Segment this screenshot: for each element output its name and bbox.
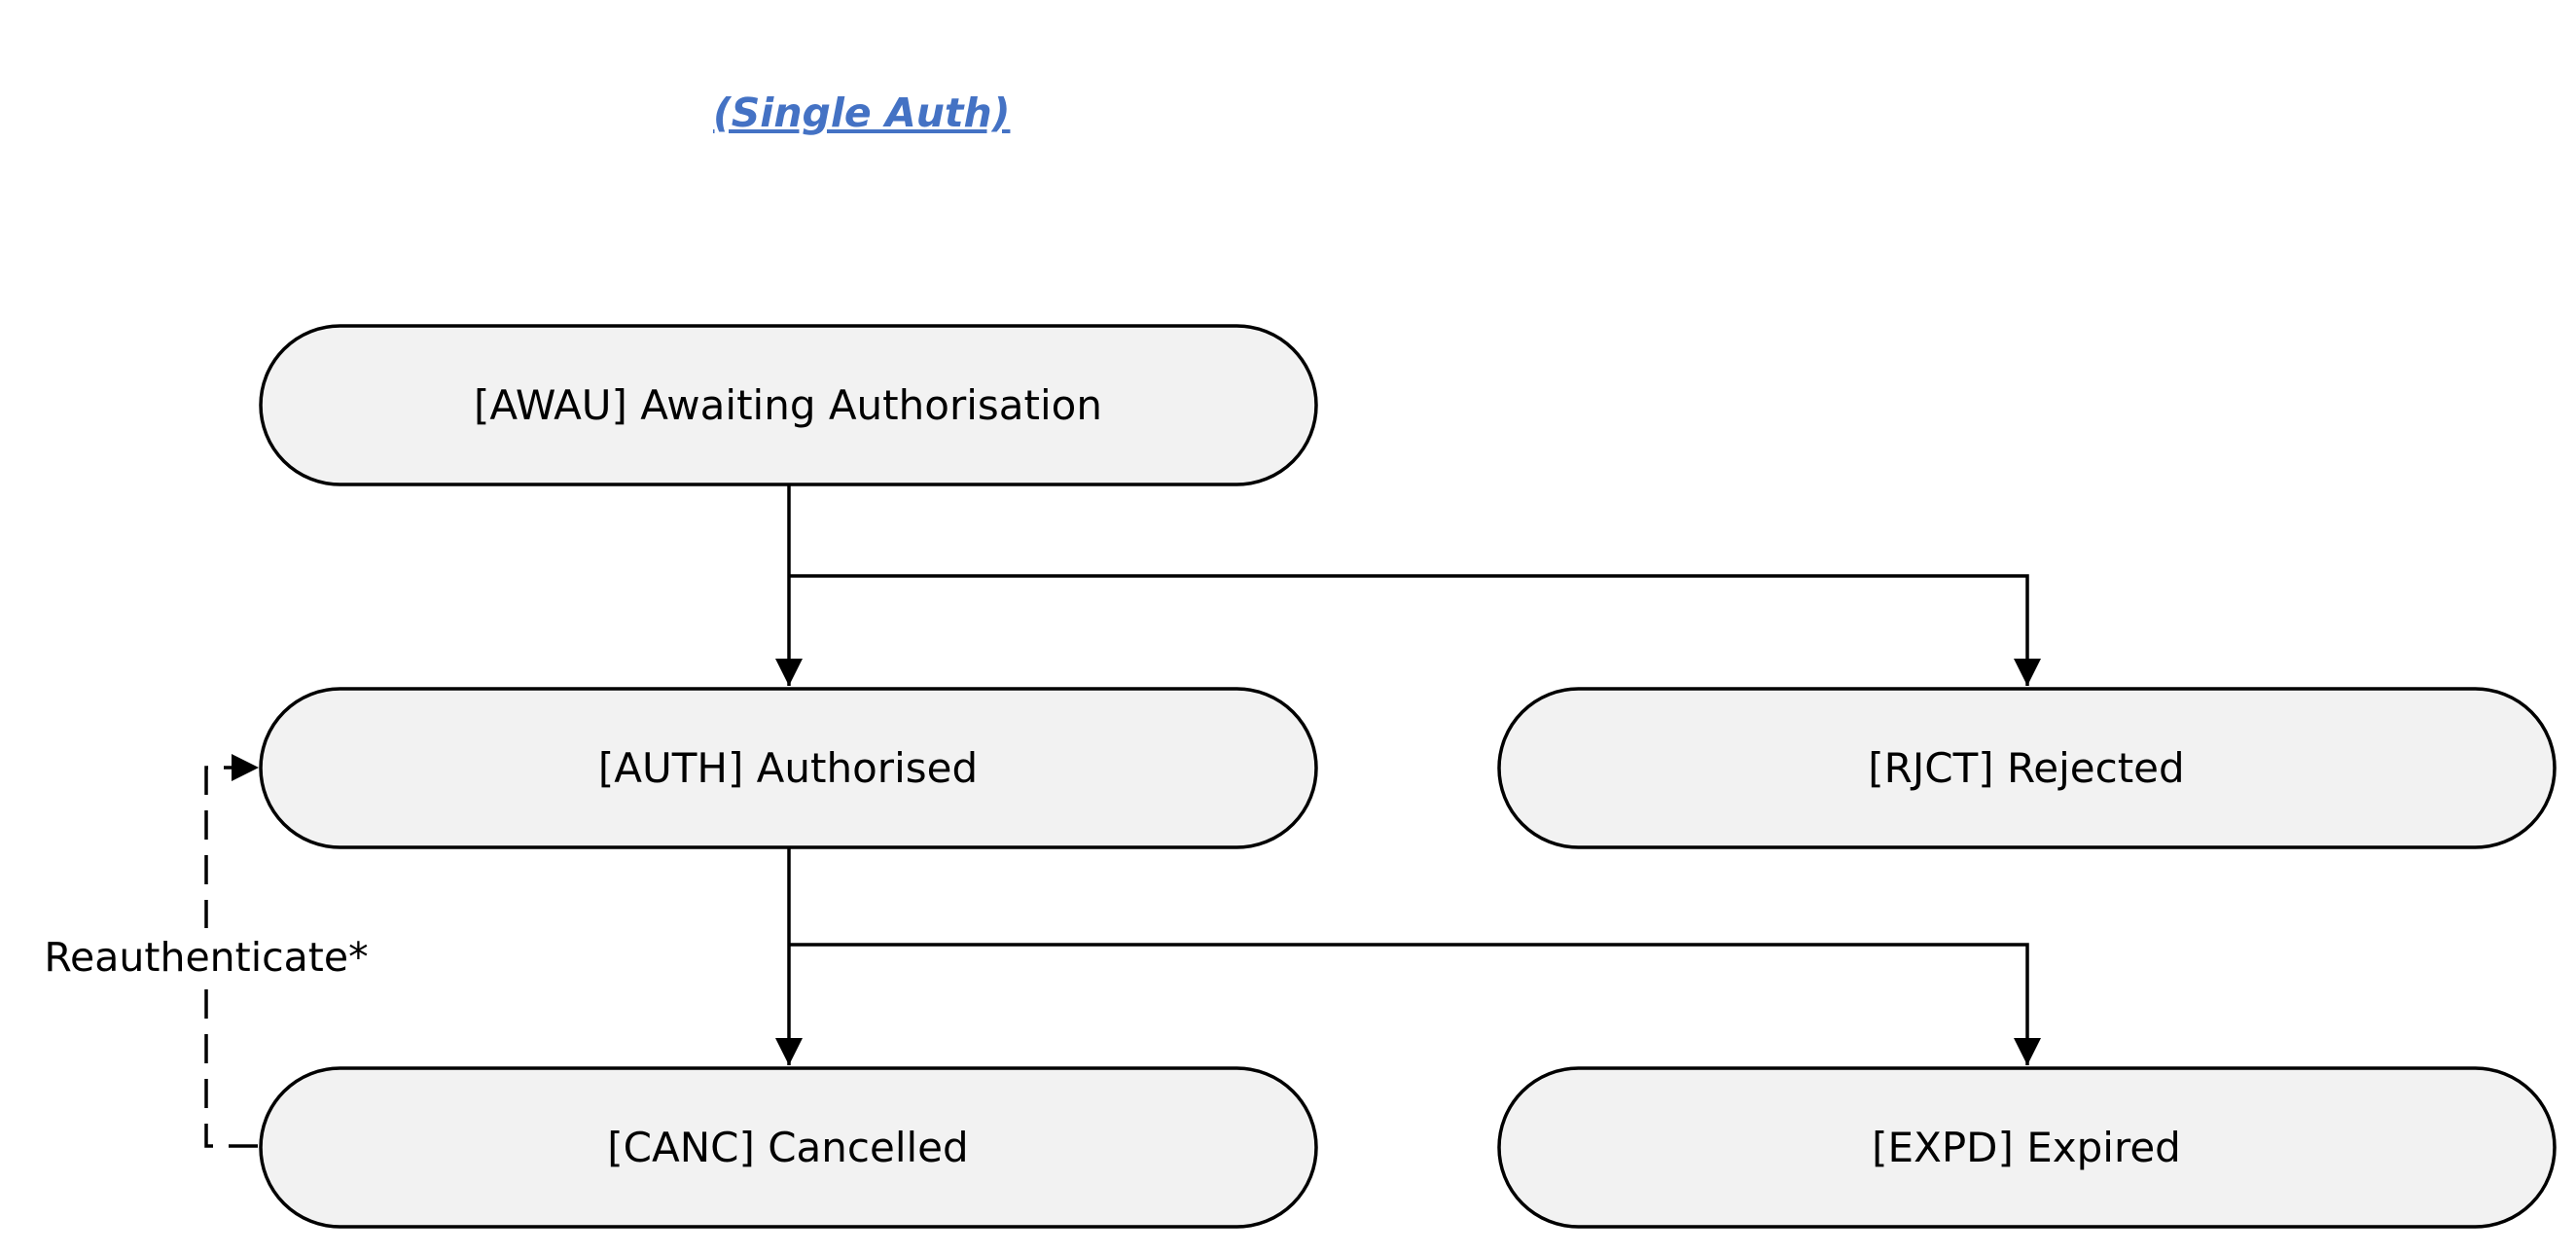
state-auth-shape	[259, 687, 1318, 849]
reauth-label-bg	[39, 928, 370, 986]
state-auth-label: [AUTH] Authorised	[598, 744, 978, 792]
edge-awau-to-rjct	[789, 574, 2041, 686]
state-awau-label: [AWAU] Awaiting Authorisation	[474, 381, 1102, 429]
state-rjct: [RJCT] Rejected	[1497, 687, 2557, 849]
reauth-label: Reauthenticate*	[44, 934, 368, 981]
diagram-title-link[interactable]: (Single Auth)	[713, 90, 1011, 136]
state-expd-label: [EXPD] Expired	[1872, 1124, 2181, 1171]
state-rjct-label: [RJCT] Rejected	[1868, 744, 2184, 792]
edge-auth-to-expd	[789, 943, 2041, 1065]
state-rjct-shape	[1497, 687, 2557, 849]
state-canc-shape	[259, 1066, 1318, 1229]
state-awau: [AWAU] Awaiting Authorisation	[259, 324, 1318, 486]
state-expd-shape	[1497, 1066, 2557, 1229]
state-awau-shape	[259, 324, 1318, 486]
state-auth: [AUTH] Authorised	[259, 687, 1318, 849]
state-canc-label: [CANC] Cancelled	[607, 1124, 968, 1171]
state-canc: [CANC] Cancelled	[259, 1066, 1318, 1229]
state-expd: [EXPD] Expired	[1497, 1066, 2557, 1229]
